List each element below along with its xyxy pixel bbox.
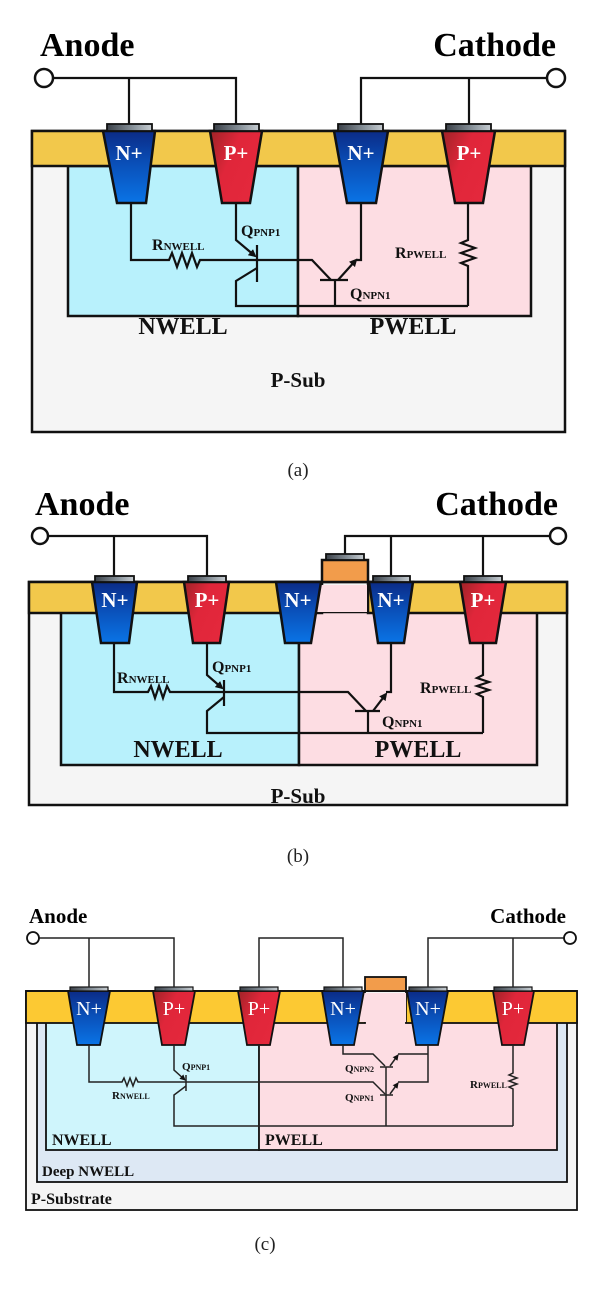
gate-channel-region — [360, 993, 406, 1022]
panel-caption: (c) — [254, 1234, 275, 1255]
svg-text:P+: P+ — [224, 141, 249, 165]
svg-text:P+: P+ — [195, 588, 220, 612]
anode-wire — [51, 76, 238, 124]
metal-contact — [337, 123, 384, 132]
nwell-label: NWELL — [133, 737, 222, 763]
svg-text:N+: N+ — [415, 998, 441, 1020]
panel-b: N+ P+ N+ N+ P+ Anode Cathode — [27, 486, 569, 867]
p-plus-diffusion: P+ — [236, 990, 282, 1046]
panel-caption: (b) — [287, 846, 309, 867]
q-npn2-label: QNPN2 — [345, 1063, 374, 1075]
metal-contact — [445, 123, 492, 132]
pwell-label: PWELL — [265, 1132, 323, 1149]
anode-wire — [39, 937, 175, 987]
poly-gate — [320, 558, 370, 584]
n-plus-diffusion: N+ — [367, 580, 415, 645]
deep-nwell-label: Deep NWELL — [42, 1164, 134, 1180]
equivalent-circuit — [112, 643, 493, 735]
r-nwell-label: RNWELL — [112, 1090, 150, 1102]
metal-contact — [213, 123, 260, 132]
substrate-label: P-Sub — [271, 784, 326, 808]
cathode-label: Cathode — [435, 486, 558, 523]
q-npn1-label: QNPN1 — [382, 714, 423, 731]
svg-text:P+: P+ — [471, 588, 496, 612]
r-pwell-label: RPWELL — [395, 245, 446, 262]
metal-contact — [154, 986, 194, 992]
p-plus-diffusion: P+ — [440, 129, 497, 205]
svg-text:P+: P+ — [248, 998, 270, 1020]
cathode-label: Cathode — [490, 904, 566, 928]
r-nwell-label: RNWELL — [117, 670, 170, 687]
oxide-layer — [27, 580, 324, 615]
anode-terminal[interactable] — [26, 931, 40, 945]
metal-contact — [372, 575, 411, 583]
svg-text:N+: N+ — [76, 998, 102, 1020]
q-pnp1-label: QPNP1 — [182, 1061, 210, 1073]
svg-text:N+: N+ — [101, 588, 128, 612]
svg-text:N+: N+ — [377, 588, 404, 612]
poly-gate — [364, 976, 407, 992]
anode-terminal[interactable] — [33, 67, 55, 89]
svg-text:N+: N+ — [284, 588, 311, 612]
svg-text:P+: P+ — [457, 141, 482, 165]
metal-contact — [493, 986, 533, 992]
r-pwell-label: RPWELL — [470, 1079, 507, 1091]
nwell-label: NWELL — [52, 1132, 112, 1149]
metal-contact — [325, 553, 365, 561]
substrate-label: P-Substrate — [31, 1191, 112, 1208]
cathode-terminal[interactable] — [563, 931, 577, 945]
cathode-wire — [343, 534, 551, 576]
svg-text:N+: N+ — [330, 998, 356, 1020]
svg-text:P+: P+ — [502, 998, 524, 1020]
metal-contact — [94, 575, 135, 583]
cathode-label: Cathode — [433, 27, 556, 64]
cathode-terminal[interactable] — [548, 526, 568, 546]
svg-text:N+: N+ — [347, 141, 374, 165]
nwell-region — [66, 164, 300, 318]
panel-caption: (a) — [287, 460, 308, 481]
metal-contact — [463, 575, 503, 583]
p-plus-diffusion: P+ — [182, 580, 231, 645]
n-plus-diffusion: N+ — [405, 990, 450, 1046]
pwell-label: PWELL — [375, 737, 462, 763]
panel-a: N+ P+ N+ P+ Anode Cathode — [30, 27, 567, 481]
anode-terminal[interactable] — [30, 526, 50, 546]
pwell-label: PWELL — [370, 314, 457, 340]
cathode-terminal[interactable] — [545, 67, 567, 89]
metal-contact — [69, 986, 109, 992]
floating-interconnect-wire — [258, 937, 344, 987]
metal-contact — [106, 123, 153, 132]
p-plus-diffusion: P+ — [208, 129, 264, 205]
cathode-wire — [427, 937, 564, 987]
n-plus-diffusion: N+ — [66, 990, 112, 1046]
equivalent-circuit — [88, 1045, 520, 1150]
substrate-label: P-Sub — [271, 368, 326, 392]
anode-label: Anode — [29, 904, 87, 928]
metal-contact — [408, 986, 448, 992]
n-plus-diffusion: N+ — [274, 580, 323, 645]
n-plus-diffusion: N+ — [90, 580, 139, 645]
r-nwell-label: RNWELL — [152, 237, 205, 254]
p-plus-diffusion: P+ — [151, 990, 197, 1046]
anode-label: Anode — [35, 486, 129, 523]
anode-wire — [47, 534, 209, 576]
q-npn1-label: QNPN1 — [345, 1092, 374, 1104]
pwell-region — [296, 164, 533, 318]
cathode-wire — [359, 76, 548, 124]
nwell-label: NWELL — [138, 314, 227, 340]
q-npn1-label: QNPN1 — [350, 286, 391, 303]
panel-c: N+ P+ P+ N+ N+ P+ — [25, 904, 578, 1255]
svg-text:N+: N+ — [115, 141, 142, 165]
svg-text:P+: P+ — [163, 998, 185, 1020]
equivalent-circuit — [129, 203, 479, 308]
q-pnp1-label: QPNP1 — [212, 659, 251, 676]
r-pwell-label: RPWELL — [420, 680, 471, 697]
metal-contact — [239, 986, 279, 992]
anode-label: Anode — [40, 27, 134, 64]
metal-contact — [323, 986, 363, 992]
metal-contact — [187, 575, 227, 583]
q-pnp1-label: QPNP1 — [241, 223, 280, 240]
